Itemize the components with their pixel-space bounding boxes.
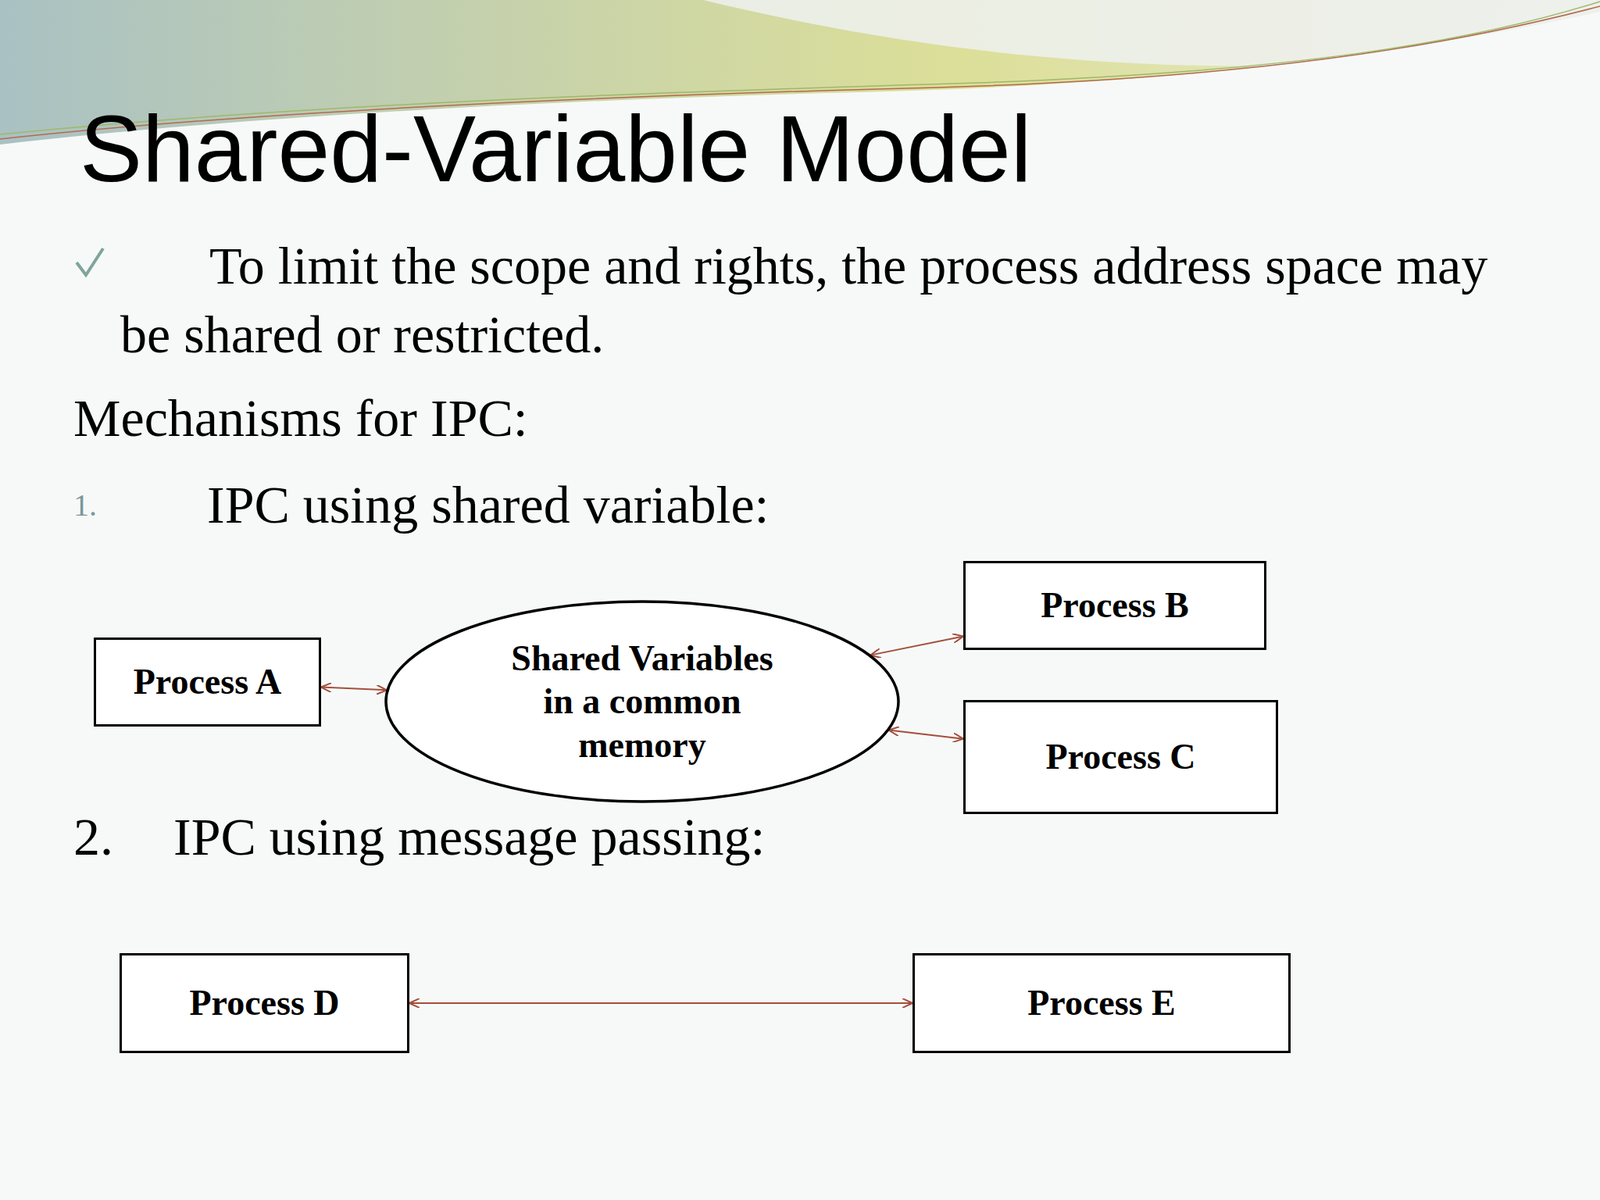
list-number: 1. — [73, 487, 97, 524]
node-label: Process A — [133, 660, 283, 704]
node-text-group: Process B — [1040, 583, 1190, 627]
node-label: Process C — [1045, 735, 1196, 779]
slide-title: Shared-Variable Model — [79, 92, 1032, 205]
ellipse-shape — [385, 601, 899, 802]
check-bullet — [76, 248, 104, 275]
ipc-connector — [321, 687, 387, 691]
node-label: Process B — [1040, 583, 1190, 627]
title-text: Shared-Variable Model — [79, 96, 1032, 201]
node-label: Process D — [189, 981, 340, 1025]
node-text-group: Shared Variables in a common memory — [493, 636, 791, 767]
section-heading: Mechanisms for IPC: — [73, 383, 529, 453]
list-number-text: 2. — [73, 807, 114, 867]
process-box: Process D — [119, 953, 410, 1054]
node-label: Process E — [1027, 981, 1176, 1025]
process-box: Process A — [93, 637, 322, 727]
section-heading-text: Mechanisms for IPC: — [73, 388, 529, 448]
node-text-group: Process D — [189, 981, 340, 1025]
shared-memory-ellipse: Shared Variables in a common memory — [384, 600, 900, 804]
ipc-connector — [409, 1002, 913, 1004]
node-text-group: Process E — [1027, 981, 1176, 1025]
list-item: IPC using message passing: — [173, 802, 765, 872]
bullet-text: To limit the scope and rights, the proce… — [120, 231, 1496, 369]
list-item-text: IPC using shared variable: — [207, 475, 770, 535]
list-number-text: 1. — [73, 487, 97, 523]
bullet-text-text: To limit the scope and rights, the proce… — [120, 235, 1488, 365]
node-text-group: Process A — [133, 660, 283, 704]
process-box: Process B — [963, 560, 1267, 650]
process-box: Process E — [912, 953, 1291, 1054]
node-text-group: Process C — [1045, 735, 1196, 779]
process-box: Process C — [963, 700, 1279, 815]
list-item: IPC using shared variable: — [207, 470, 770, 540]
list-number: 2. — [73, 802, 114, 872]
ipc-connector — [889, 730, 964, 740]
node-label: Shared Variables in a common memory — [493, 636, 791, 767]
page-ground — [0, 11, 1600, 1200]
list-item-text: IPC using message passing: — [173, 807, 765, 867]
ipc-connector — [870, 635, 964, 655]
